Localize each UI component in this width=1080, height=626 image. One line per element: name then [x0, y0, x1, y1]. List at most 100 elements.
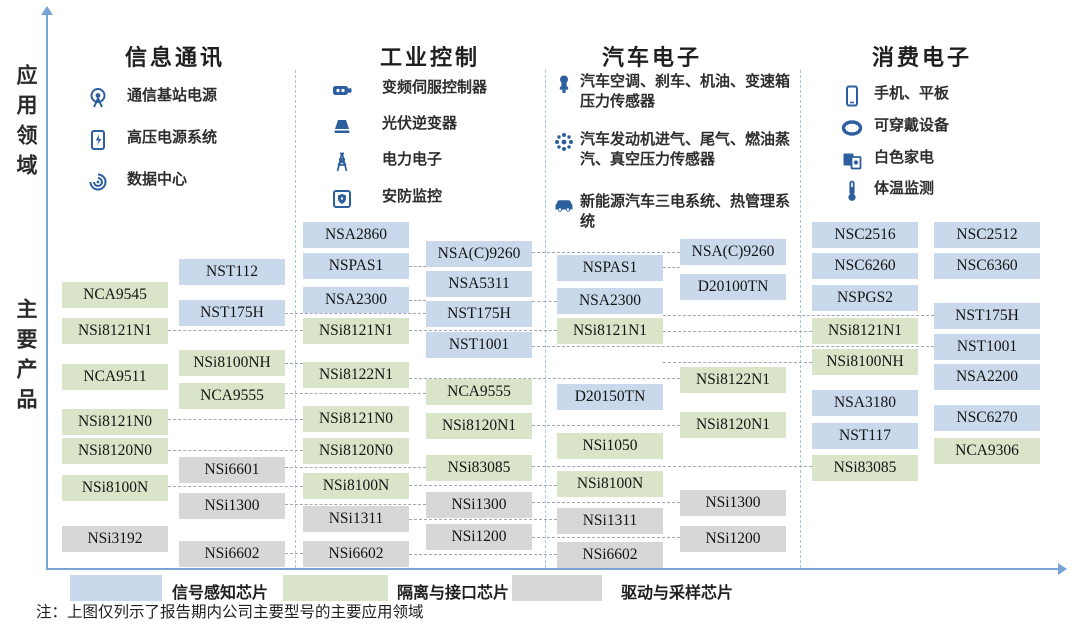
- chip-NSi8121N1: NSi8121N1: [557, 318, 663, 344]
- connector-line: [409, 554, 557, 555]
- legend-swatch-green: [283, 575, 388, 601]
- chip-NSi3192: NSi3192: [62, 526, 168, 552]
- connector-line: [285, 393, 426, 394]
- connector-line: [409, 485, 557, 486]
- connector-line: [285, 467, 426, 468]
- chip-NCA9511: NCA9511: [62, 364, 168, 390]
- chip-NCA9555: NCA9555: [426, 379, 532, 405]
- column-title: 工业控制: [379, 45, 480, 70]
- chip-NST175H: NST175H: [934, 303, 1040, 329]
- chip-NSA(C)9260: NSA(C)9260: [680, 239, 786, 265]
- chip-NSi1050: NSi1050: [557, 433, 663, 459]
- chip-NSi1300: NSi1300: [179, 493, 285, 519]
- connector-line: [532, 466, 812, 467]
- connector-line: [168, 419, 303, 420]
- engine-sensor-icon: [552, 130, 576, 154]
- connector-line: [285, 363, 303, 364]
- application-label: 数据中心: [127, 171, 188, 188]
- y-axis-line: [46, 14, 48, 569]
- chip-NSA3180: NSA3180: [812, 390, 918, 416]
- column-title: 汽车电子: [601, 45, 702, 70]
- column-separator: [295, 70, 296, 568]
- application-label: 高压电源系统: [127, 129, 218, 146]
- application-label: 手机、平板: [874, 85, 950, 102]
- pv-inverter-icon: [330, 114, 354, 138]
- connector-line: [285, 313, 426, 314]
- chip-NSi1311: NSi1311: [557, 508, 663, 534]
- security-monitor-icon: [330, 187, 354, 211]
- chip-NSi8121N0: NSi8121N0: [303, 406, 409, 432]
- application-label: 白色家电: [874, 149, 935, 166]
- connector-line: [532, 252, 680, 253]
- column-title: 消费电子: [871, 45, 972, 70]
- x-axis-line: [46, 568, 1060, 570]
- chip-NSi6601: NSi6601: [179, 457, 285, 483]
- connector-line: [285, 553, 303, 554]
- phone-icon: [840, 84, 864, 108]
- chip-NSi8121N1: NSi8121N1: [812, 318, 918, 344]
- chip-NSi1300: NSi1300: [426, 492, 532, 518]
- chip-NSi8121N1: NSi8121N1: [303, 318, 409, 344]
- footnote: 注：上图仅列示了报告期内公司主要型号的主要应用领域: [36, 604, 424, 621]
- chip-NSA5311: NSA5311: [426, 271, 532, 297]
- chip-NSC2516: NSC2516: [812, 222, 918, 248]
- chip-NSi6602: NSi6602: [303, 541, 409, 567]
- chip-NSC6270: NSC6270: [934, 405, 1040, 431]
- chip-NST117: NST117: [812, 423, 918, 449]
- chip-NST1001: NST1001: [426, 332, 532, 358]
- chip-NSi8121N1: NSi8121N1: [62, 318, 168, 344]
- connector-line: [285, 504, 426, 505]
- base-station-icon: [86, 86, 110, 110]
- wearable-icon: [840, 116, 864, 140]
- chip-NSC6360: NSC6360: [934, 253, 1040, 279]
- chip-NSA(C)9260: NSA(C)9260: [426, 241, 532, 267]
- chip-NSi8120N1: NSi8120N1: [426, 413, 532, 439]
- legend-label: 信号感知芯片: [172, 585, 269, 602]
- pressure-sensor-icon: [552, 72, 576, 96]
- application-label: 光伏逆变器: [382, 115, 458, 132]
- column-title: 信息通讯: [124, 45, 225, 70]
- connector-line: [663, 315, 934, 316]
- chip-NSi83085: NSi83085: [812, 455, 918, 481]
- chip-NSPGS2: NSPGS2: [812, 285, 918, 311]
- chip-NSPAS1: NSPAS1: [303, 253, 409, 279]
- chip-NSi6602: NSi6602: [179, 541, 285, 567]
- application-label: 汽车发动机进气、尾气、燃油蒸汽、真空压力传感器: [580, 131, 791, 168]
- chip-NCA9545: NCA9545: [62, 282, 168, 308]
- chip-NSi8100NH: NSi8100NH: [179, 350, 285, 376]
- chip-NSC2512: NSC2512: [934, 222, 1040, 248]
- data-center-icon: [86, 170, 110, 194]
- chip-NSC6260: NSC6260: [812, 253, 918, 279]
- connector-line: [168, 450, 303, 451]
- chip-NST175H: NST175H: [179, 300, 285, 326]
- connector-line: [532, 502, 680, 503]
- power-electronics-icon: [330, 150, 354, 174]
- connector-line: [168, 330, 303, 331]
- connector-line: [532, 537, 680, 538]
- connector-line: [409, 378, 680, 379]
- chip-D20150TN: D20150TN: [557, 384, 663, 410]
- chip-NSi8120N1: NSi8120N1: [680, 412, 786, 438]
- legend-swatch-blue: [70, 575, 162, 601]
- connector-line: [409, 266, 426, 267]
- chip-NSA2300: NSA2300: [557, 288, 663, 314]
- chip-NSA2200: NSA2200: [934, 364, 1040, 390]
- chip-NSPAS1: NSPAS1: [557, 255, 663, 281]
- chip-NSi8100N: NSi8100N: [303, 473, 409, 499]
- chip-NSi8121N0: NSi8121N0: [62, 409, 168, 435]
- appliance-icon: [840, 148, 864, 172]
- application-label: 汽车空调、刹车、机油、变速箱压力传感器: [580, 73, 791, 110]
- connector-line: [168, 486, 303, 487]
- y-axis-arrow-icon: [41, 6, 53, 15]
- connector-line: [663, 331, 812, 332]
- chip-NSi1200: NSi1200: [680, 526, 786, 552]
- chip-NSi1300: NSi1300: [680, 490, 786, 516]
- application-label: 变频伺服控制器: [382, 79, 488, 96]
- legend-label: 隔离与接口芯片: [397, 585, 510, 602]
- chip-NSi8120N0: NSi8120N0: [62, 438, 168, 464]
- legend-label: 驱动与采样芯片: [621, 585, 734, 602]
- chip-NSi8120N0: NSi8120N0: [303, 438, 409, 464]
- chip-NSi83085: NSi83085: [426, 455, 532, 481]
- connector-line: [409, 519, 557, 520]
- chip-D20100TN: D20100TN: [680, 274, 786, 300]
